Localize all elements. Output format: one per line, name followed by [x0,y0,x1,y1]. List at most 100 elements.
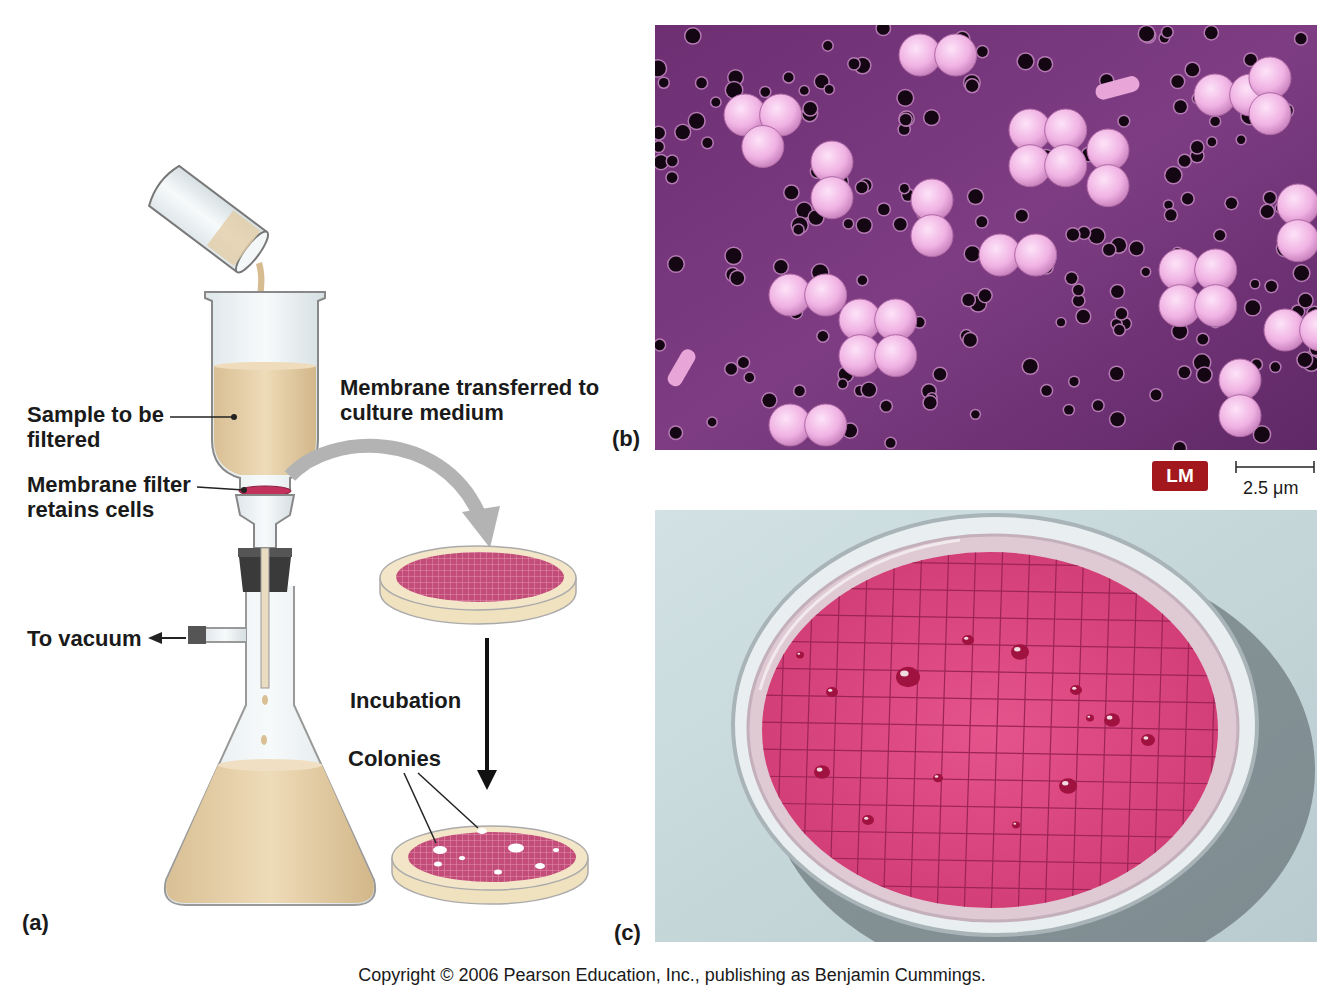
pore [1197,334,1208,345]
pore-rim [1269,361,1282,374]
pore-rim [822,40,834,52]
grid-line [1045,540,1057,920]
pore [1139,26,1154,41]
pore-rim [1114,306,1128,320]
pore [838,379,847,388]
pore [1215,230,1226,241]
pore-rim [970,409,981,420]
micrograph-panel [655,25,1317,450]
pore-rim [847,57,861,71]
pore [1162,27,1172,37]
pore [1103,244,1115,256]
grid-line [750,614,1230,622]
pore [881,401,892,412]
coccus [811,177,853,219]
pore-rim [684,27,702,45]
pore-rim [1063,404,1075,416]
pore [900,114,911,125]
pore-rim [1117,115,1130,128]
pore [1266,281,1277,292]
pore [1077,310,1090,323]
grid-line [937,540,949,920]
coccus [911,215,953,257]
part-label: Colonies [348,746,441,771]
pore [964,333,977,346]
pore-rim [1235,134,1246,145]
pore-rim [773,259,789,275]
grid-line [750,803,1230,811]
pore [1171,75,1184,88]
colony [896,667,920,687]
grid-line [750,749,1230,757]
pore [976,216,987,227]
pore-rim [1172,441,1187,450]
drip [261,735,267,745]
pore [1237,136,1245,144]
scale-label: 2.5 μm [1243,477,1298,499]
colony [1012,822,1020,829]
pore [793,225,803,235]
pore-rim [1037,56,1054,73]
pore-rim [1102,242,1117,257]
grid-line [750,668,1230,676]
pore [1057,318,1065,326]
pore-rim [1109,411,1126,428]
pore [886,438,896,448]
leader-dot [241,487,247,493]
pore-rim [823,84,835,96]
colony-highlight [900,670,908,676]
pore-rim [1113,323,1126,336]
pore-rim [743,371,755,383]
pore [785,186,799,200]
pore [804,102,817,115]
pore [823,41,832,50]
step-label: Incubation [350,688,461,713]
pore-rim [976,45,990,59]
grid-line [750,857,1230,865]
pore-rim [923,109,940,126]
pore [1299,294,1312,307]
petri-dish [392,826,588,904]
pore [924,396,937,409]
grid-line [964,540,976,920]
pore [670,427,682,439]
arrowhead [148,632,162,644]
pore-rim [798,85,810,97]
pore [894,218,907,231]
pore-rim [1021,357,1039,375]
pore-rim [1064,271,1078,285]
pore [849,58,860,69]
colony-highlight [935,775,939,778]
pore [1142,268,1150,276]
pore [784,73,794,83]
pore-rim [932,367,947,382]
pore [1151,389,1162,400]
pore-rim [1164,208,1179,223]
colony [1059,778,1077,793]
pore [745,373,754,382]
pore [818,331,828,341]
step-label: Membrane transferred to culture medium [340,375,608,425]
pore-rim [1164,166,1183,185]
pore [762,394,776,408]
pore-rim [1206,136,1218,148]
pore-rim [962,332,978,348]
pore-rim [964,78,979,93]
pore-rim [1209,115,1221,127]
colony [814,765,830,779]
pore [655,340,665,350]
pore [971,410,979,418]
pore [1066,273,1077,284]
pore-rim [1140,266,1151,277]
pore [667,156,678,167]
pore-rim [1203,25,1219,41]
coccus [1219,395,1261,437]
grid-line [750,695,1230,703]
pore-rim [724,246,743,265]
funnel-stem [261,548,269,688]
pore [857,218,871,232]
coccus [1045,145,1087,187]
colony [1011,644,1029,659]
grid-line [910,540,922,920]
